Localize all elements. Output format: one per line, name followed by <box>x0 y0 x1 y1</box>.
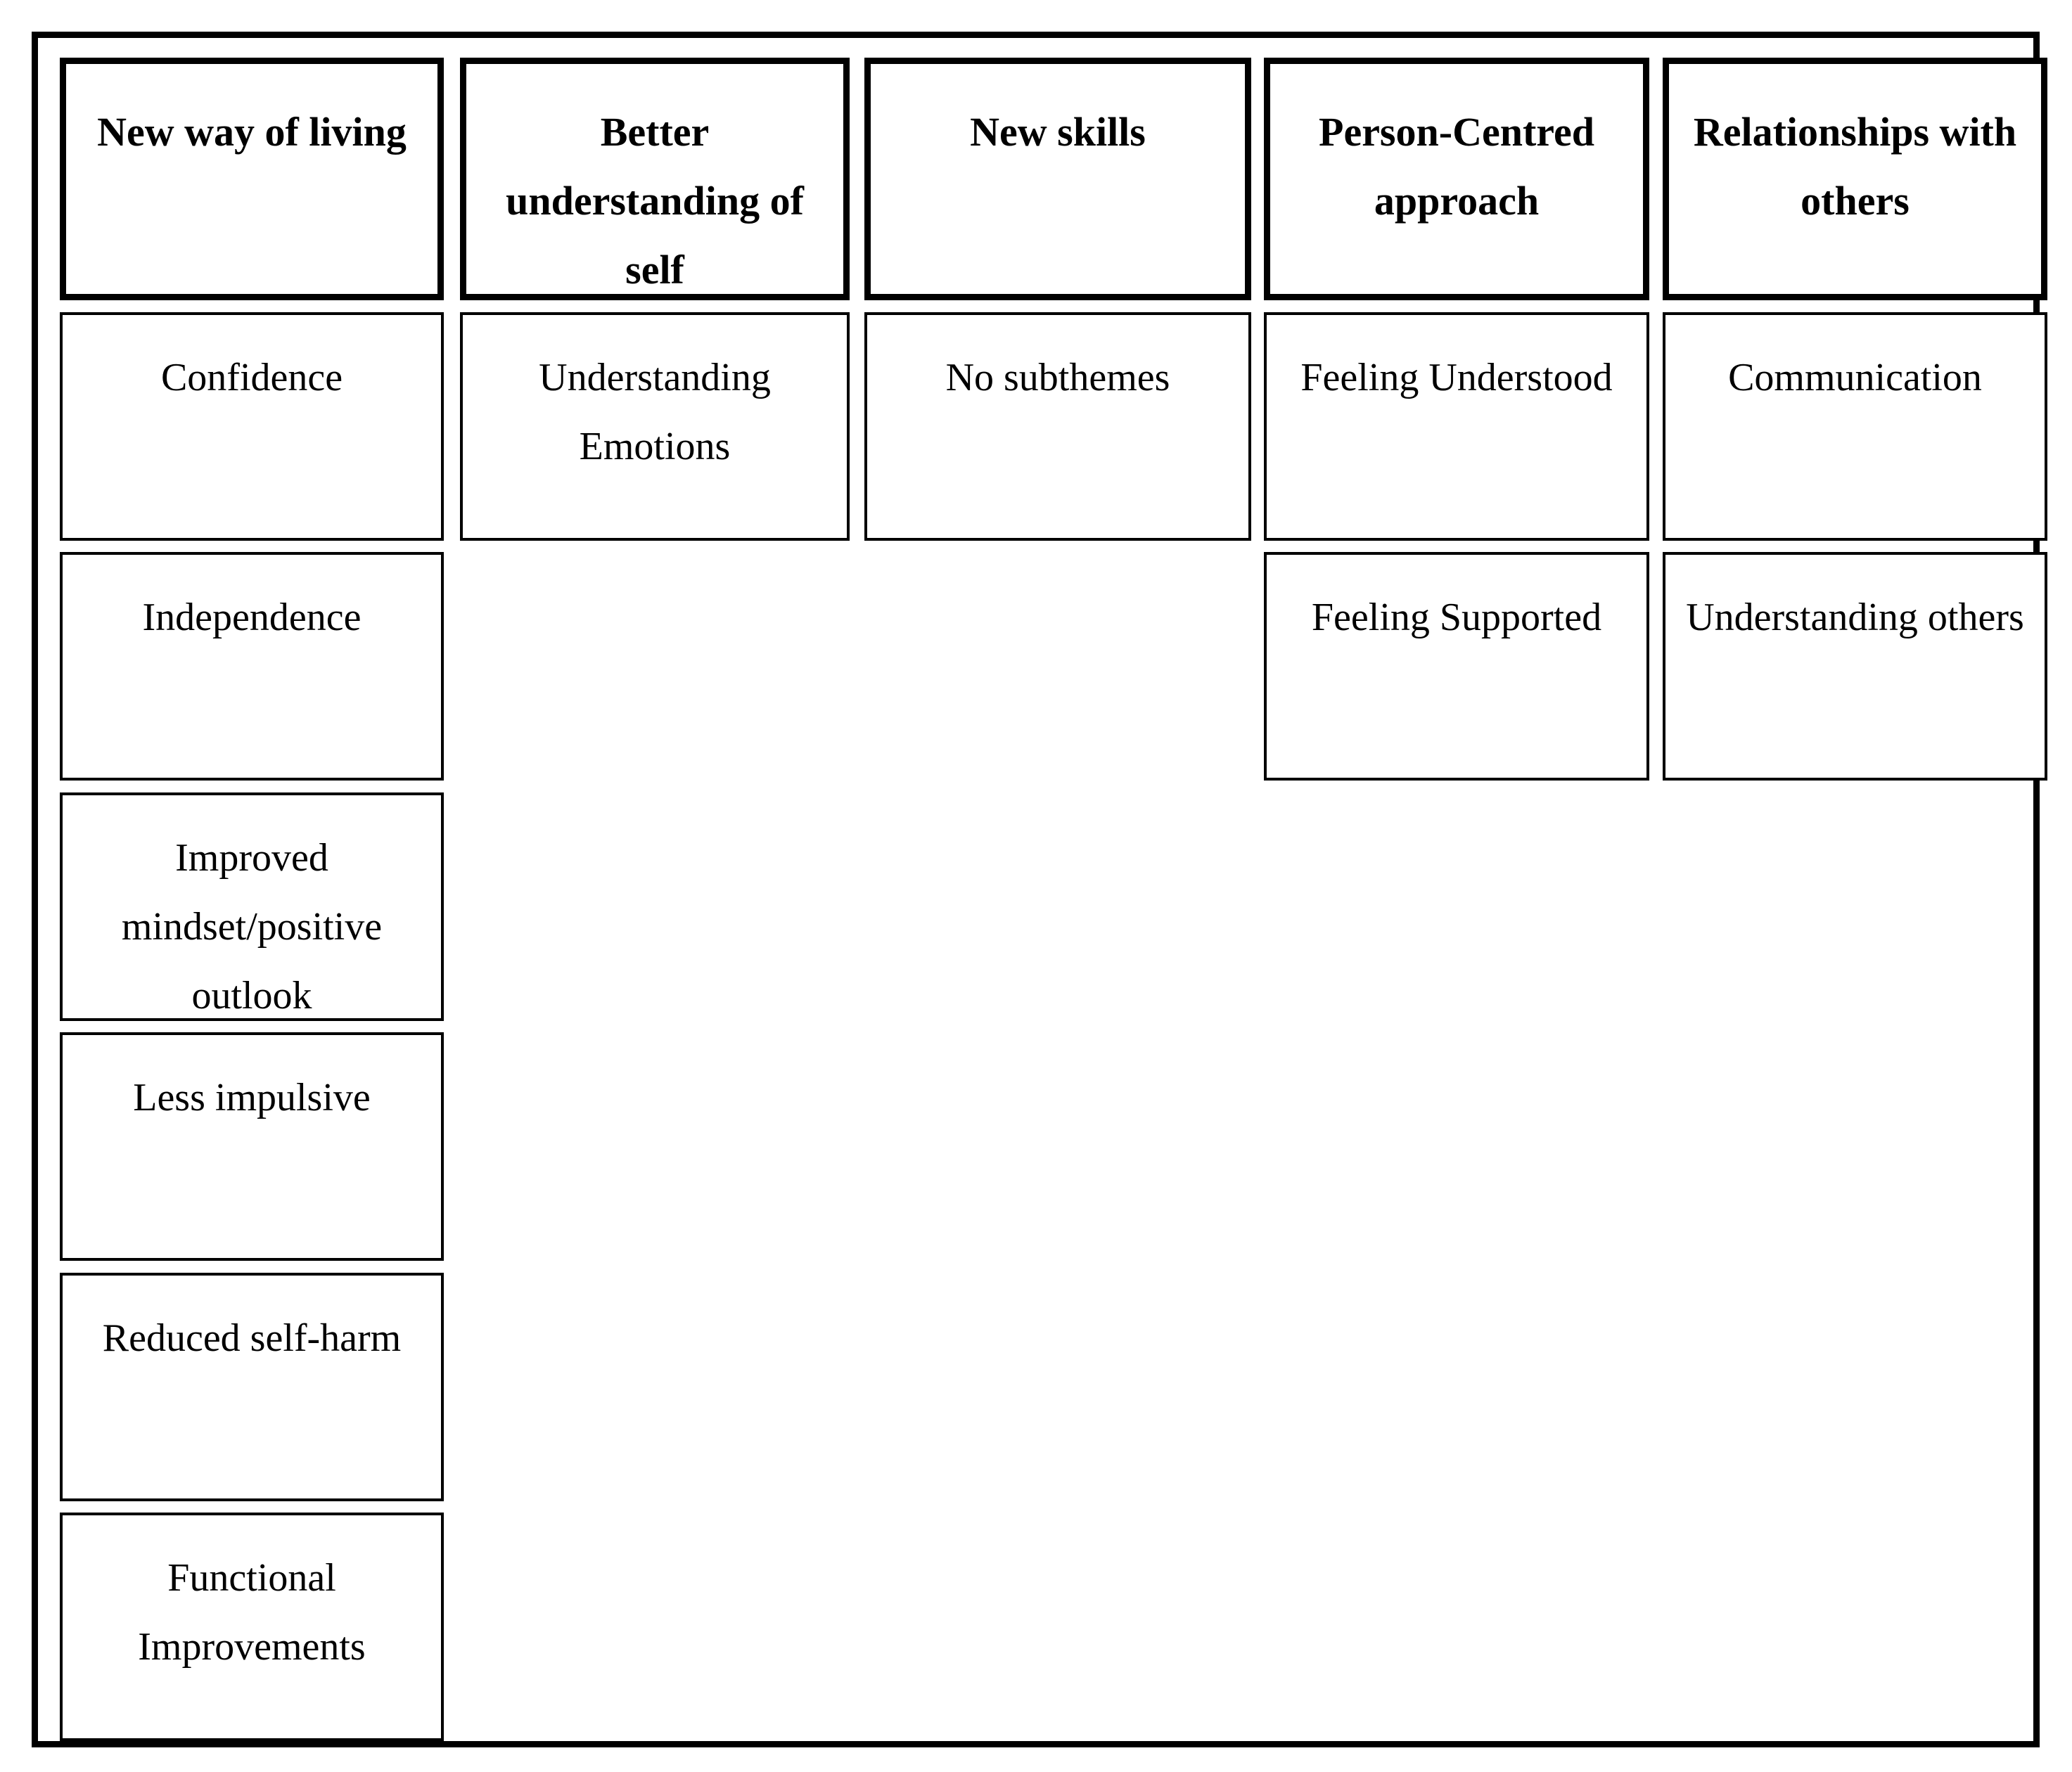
subtheme-box-understanding-others: Understanding others <box>1663 552 2047 781</box>
subtheme-box-feeling-understood: Feeling Understood <box>1264 312 1649 541</box>
subtheme-label: Independence <box>142 596 362 639</box>
theme-box-better-understanding-of-self: Better understanding of self <box>460 58 850 300</box>
theme-box-person-centred-approach: Person-Centred approach <box>1264 58 1649 300</box>
subtheme-box-understanding-emotions: Understanding Emotions <box>460 312 850 541</box>
subtheme-box-confidence: Confidence <box>60 312 444 541</box>
subtheme-box-reduced-self-harm: Reduced self-harm <box>60 1273 444 1501</box>
subtheme-label: Feeling Supported <box>1311 596 1602 639</box>
subtheme-label: Less impulsive <box>133 1076 371 1119</box>
subtheme-box-improved-mindset: Improved mindset/positive outlook <box>60 792 444 1021</box>
subtheme-box-communication: Communication <box>1663 312 2047 541</box>
theme-box-new-skills: New skills <box>864 58 1251 300</box>
theme-label: New skills <box>970 109 1146 155</box>
subtheme-label: Feeling Understood <box>1300 356 1613 399</box>
figure-outer-frame: New way of living Better understanding o… <box>32 32 2047 1747</box>
theme-label: Better understanding of self <box>506 109 804 293</box>
subtheme-box-functional-improvements: Functional Improvements <box>60 1513 444 1741</box>
theme-label: New way of living <box>97 109 407 155</box>
subtheme-label: No subthemes <box>945 356 1170 399</box>
theme-box-new-way-of-living: New way of living <box>60 58 444 300</box>
subtheme-label: Confidence <box>160 356 343 399</box>
subtheme-box-less-impulsive: Less impulsive <box>60 1032 444 1261</box>
subtheme-label: Functional Improvements <box>138 1556 366 1669</box>
subtheme-label: Improved mindset/positive outlook <box>121 836 383 1017</box>
theme-box-relationships-with-others: Relationships with others <box>1663 58 2047 300</box>
subtheme-label: Reduced self-harm <box>102 1316 402 1360</box>
subtheme-box-feeling-supported: Feeling Supported <box>1264 552 1649 781</box>
subtheme-label: Communication <box>1728 356 1982 399</box>
subtheme-label: Understanding Emotions <box>539 356 771 468</box>
theme-label: Relationships with others <box>1693 109 2017 224</box>
subtheme-box-no-subthemes: No subthemes <box>864 312 1251 541</box>
theme-label: Person-Centred approach <box>1319 109 1594 224</box>
subtheme-label: Understanding others <box>1686 596 2024 639</box>
subtheme-box-independence: Independence <box>60 552 444 781</box>
